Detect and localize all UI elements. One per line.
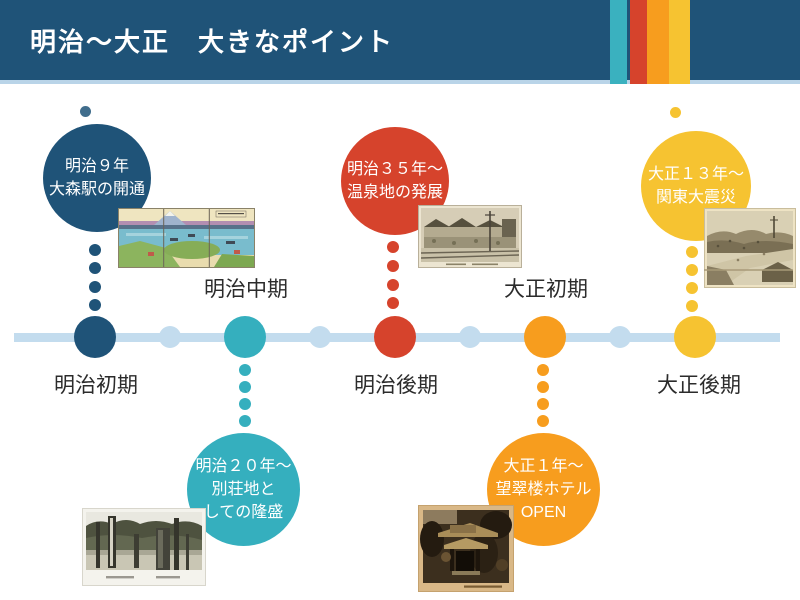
kanto-earthquake-photo-image [704, 208, 796, 288]
chain-dot [89, 281, 101, 293]
accent-stripe-red [630, 0, 647, 84]
timeline-label-taisho-early: 大正初期 [504, 278, 588, 301]
timeline-node-meiji-late [374, 316, 416, 358]
bubble-line: 大正１年〜 [503, 457, 584, 475]
chain-dot [686, 282, 698, 294]
monument-posts-photo-image [82, 508, 206, 586]
accent-stripe-orange [647, 0, 669, 84]
accent-stripe-teal [610, 0, 627, 84]
timeline-label-meiji-mid: 明治中期 [204, 278, 288, 301]
chain-dot [387, 260, 399, 272]
chain-dot [686, 300, 698, 312]
timeline-label-meiji-early: 明治初期 [54, 374, 138, 397]
bubble-line: しての隆盛 [203, 504, 284, 522]
timeline-node-meiji-mid [224, 316, 266, 358]
bubble-line: 明治２０年〜 [195, 457, 292, 475]
chain-dot [686, 246, 698, 258]
chain-dot [387, 279, 399, 291]
bubble-line: 望翠楼ホテル [495, 480, 592, 498]
bubble-line: 別荘地と [211, 480, 276, 498]
timeline-node-minor [609, 326, 631, 348]
bubble-line: 明治３５年〜 [346, 160, 443, 178]
chain-dot [239, 415, 251, 427]
timeline-node-taisho-late [674, 316, 716, 358]
chain-dot [89, 244, 101, 256]
timeline-node-minor [159, 326, 181, 348]
chain-dot [537, 364, 549, 376]
chain-dot [387, 241, 399, 253]
chain-dot [537, 381, 549, 393]
chain-dot [537, 398, 549, 410]
bubble-line: 大森駅の開通 [48, 181, 145, 198]
chain-dot [89, 262, 101, 274]
chain-dot [537, 415, 549, 427]
timeline-node-taisho-early [524, 316, 566, 358]
bubble-line: 温泉地の発展 [346, 184, 443, 201]
bubble-line: 明治９年 [64, 157, 129, 175]
chain-dot [80, 106, 91, 117]
accent-stripe-yellow [669, 0, 690, 84]
chain-dot [89, 299, 101, 311]
chain-dot [387, 297, 399, 309]
ukiyoe-woodblock-print-image [118, 208, 255, 268]
timeline-label-taisho-late: 大正後期 [657, 374, 741, 397]
bubble-line: 大正１３年〜 [647, 165, 744, 183]
bubble-line: OPEN [520, 504, 567, 522]
chain-dot [686, 264, 698, 276]
timeline-node-meiji-early [74, 316, 116, 358]
chain-dot [239, 381, 251, 393]
bubble-line: 関東大震災 [655, 189, 736, 206]
onsen-railway-photo-image [418, 205, 522, 268]
bosuiro-hotel-photo-image [418, 505, 514, 592]
chain-dot [670, 107, 681, 118]
timeline-label-meiji-late: 明治後期 [354, 374, 438, 397]
chain-dot [239, 364, 251, 376]
slide-title: 明治〜大正 大きなポイント [30, 27, 395, 57]
chain-dot [239, 398, 251, 410]
timeline-node-minor [309, 326, 331, 348]
timeline-node-minor [459, 326, 481, 348]
